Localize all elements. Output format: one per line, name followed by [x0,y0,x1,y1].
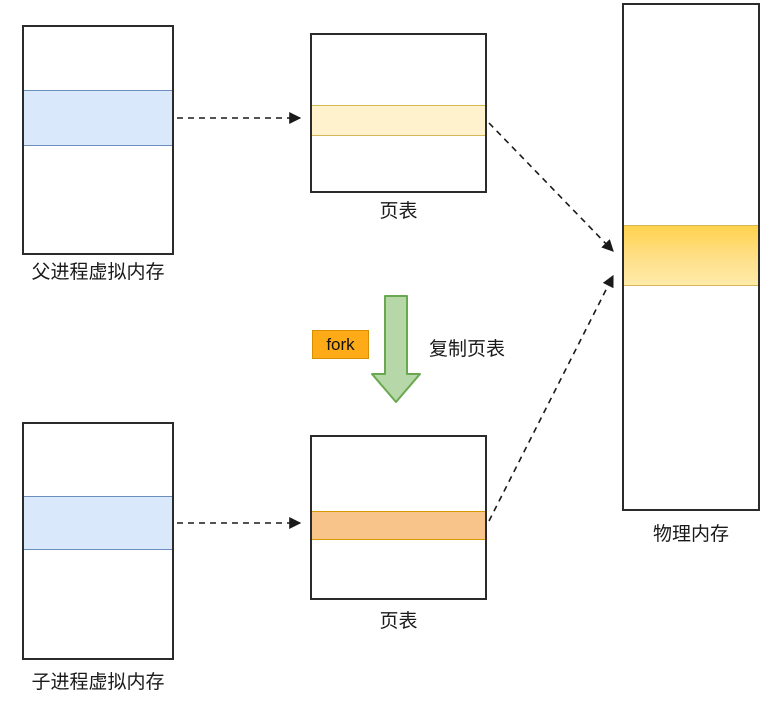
arrow-page-table-bottom-to-physical [488,274,614,522]
parent-vm-label: 父进程虚拟内存 [31,262,165,283]
fork-badge: fork [312,330,369,359]
page-table-top-highlight-band [312,105,485,136]
page-table-top-label: 页表 [379,201,418,222]
fork-down-arrow-icon [371,295,421,403]
physical-memory-label: 物理内存 [652,524,729,545]
child-vm-box [22,422,174,660]
child-vm-highlight-band [24,496,172,550]
physical-memory-box [622,3,760,511]
child-vm-label: 子进程虚拟内存 [31,672,165,693]
page-table-bottom-highlight-band [312,511,485,540]
arrow-page-table-top-to-physical [488,122,614,252]
physical-memory-highlight-band [624,225,758,286]
page-table-bottom-box [310,435,487,600]
copy-page-table-caption: 复制页表 [429,339,506,360]
parent-vm-highlight-band [24,90,172,146]
page-table-bottom-label: 页表 [379,611,418,632]
page-table-top-box [310,33,487,193]
parent-vm-box [22,25,174,255]
